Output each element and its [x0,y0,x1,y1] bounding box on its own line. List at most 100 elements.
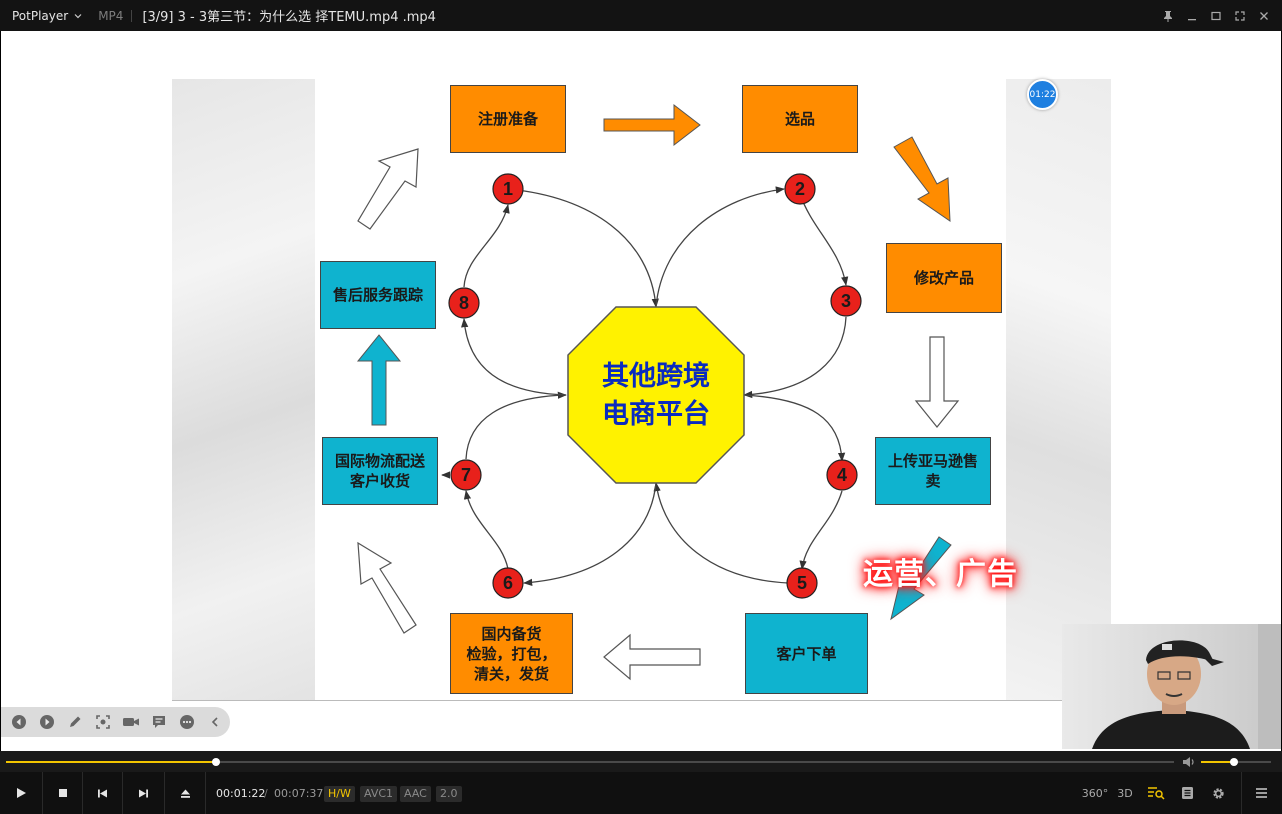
audio-codec-badge[interactable]: AAC [400,786,431,802]
box-select-product: 选品 [742,85,858,153]
seek-bar-area [0,751,1282,772]
box-upload-amazon: 上传亚马逊售卖 [875,437,991,505]
video-codec-badge[interactable]: AVC1 [360,786,398,802]
playlist-button[interactable] [1176,772,1198,814]
arrow-modify-to-upload [914,336,960,428]
back-button[interactable] [9,712,29,732]
play-icon [17,788,26,798]
box-logistics-line1: 国际物流配送 [334,452,425,470]
side-toolbar [1,707,230,737]
vr-360-label: 360° [1081,786,1109,800]
hw-decoder-badge[interactable]: H/W [324,786,355,802]
timestamp-bubble: 01:22 [1027,79,1058,110]
stop-button[interactable] [43,772,82,814]
webcam-overlay [1062,624,1281,749]
control-divider [1241,772,1242,814]
collapse-button[interactable] [205,712,225,732]
arrow-aftersales-to-register [357,148,419,230]
control-divider [122,772,123,814]
step-circle-7 [450,459,482,491]
vr-360-button[interactable]: 360° [1081,772,1109,814]
connector-center-8 [461,318,567,396]
slide-frame: 1 2 3 4 5 6 7 8 其他跨境 电商平台 注册准备 选品 修改产品 [172,79,1111,701]
center-octagon [567,306,745,484]
box-aftersales-label: 售后服务跟踪 [332,286,423,304]
connector-8-1 [463,204,510,288]
center-title-line2: 电商平台 [602,398,710,430]
control-divider [164,772,165,814]
capture-icon [96,715,110,729]
control-divider [42,772,43,814]
chat-icon [153,716,165,728]
step-circle-1 [492,173,524,205]
volume-level [1201,761,1234,763]
step-number-6: 6 [503,573,513,593]
next-button[interactable] [123,772,164,814]
volume-slider[interactable] [1201,758,1271,766]
center-title-line1: 其他跨境 [602,361,710,392]
close-button[interactable] [1252,0,1276,31]
seek-thumb[interactable] [211,758,220,766]
more-button[interactable] [177,712,197,732]
presenter-silhouette [1092,624,1281,749]
pin-button[interactable] [1156,0,1180,31]
box-after-sales: 售后服务跟踪 [320,261,436,329]
volume-icon[interactable] [1182,755,1196,769]
eject-button[interactable] [165,772,205,814]
video-area[interactable]: 1 2 3 4 5 6 7 8 其他跨境 电商平台 注册准备 选品 修改产品 [1,31,1281,751]
playlist-search-button[interactable] [1144,772,1168,814]
chevron-down-icon [74,13,82,18]
seek-slider[interactable] [6,758,1174,766]
maximize-icon [1211,11,1221,20]
comment-button[interactable] [149,712,169,732]
connector-5-center [653,482,789,584]
format-label: MP4 [92,9,133,22]
previous-button[interactable] [83,772,122,814]
video-record-icon [123,718,139,726]
seek-progress [6,761,216,763]
settings-button[interactable] [1205,772,1231,814]
record-button[interactable] [121,712,141,732]
step-number-2: 2 [795,179,805,199]
arrow-select-to-modify [893,136,951,222]
connector-2-3 [799,193,849,286]
stereo-3d-button[interactable]: 3D [1114,772,1136,814]
fullscreen-icon [1235,10,1245,21]
slide-background-right [1006,79,1111,701]
maximize-button[interactable] [1204,0,1228,31]
connector-7-center [465,391,567,460]
playlist-icon [1181,787,1193,799]
main-menu-button[interactable] [1248,772,1274,814]
capture-button[interactable] [93,712,113,732]
box-domestic-line2: 检验，打包， [466,644,557,663]
step-circle-2 [784,173,816,205]
box-customer-order: 客户下单 [745,613,868,694]
arrow-domestic-to-logistics [357,541,417,634]
fullscreen-button[interactable] [1228,0,1252,31]
step-number-7: 7 [461,465,471,485]
pin-icon [1164,10,1172,22]
arrow-order-to-domestic [603,633,701,681]
forward-button[interactable] [37,712,57,732]
slide-background-left [172,79,315,701]
back-icon [12,715,26,729]
step-number-1: 1 [503,179,513,199]
step-circles [448,173,862,599]
pen-button[interactable] [65,712,85,732]
app-name: PotPlayer [12,8,69,23]
connector-center-2 [655,186,785,308]
connector-center-6 [523,482,657,586]
minimize-button[interactable] [1180,0,1204,31]
audio-channels-badge[interactable]: 2.0 [436,786,462,802]
volume-thumb[interactable] [1229,758,1238,766]
window-controls [1156,0,1276,31]
app-menu-button[interactable]: PotPlayer [0,0,92,31]
box-order-label: 客户下单 [776,644,837,663]
box-logistics-line2: 客户收货 [349,472,410,490]
settings-icon [1212,787,1224,799]
box-domestic-line3: 清关，发货 [473,664,549,683]
total-time[interactable]: 00:07:37 [274,787,324,800]
play-button[interactable] [0,772,42,814]
stereo-3d-label: 3D [1117,786,1133,800]
connector-center-4 [743,394,846,462]
